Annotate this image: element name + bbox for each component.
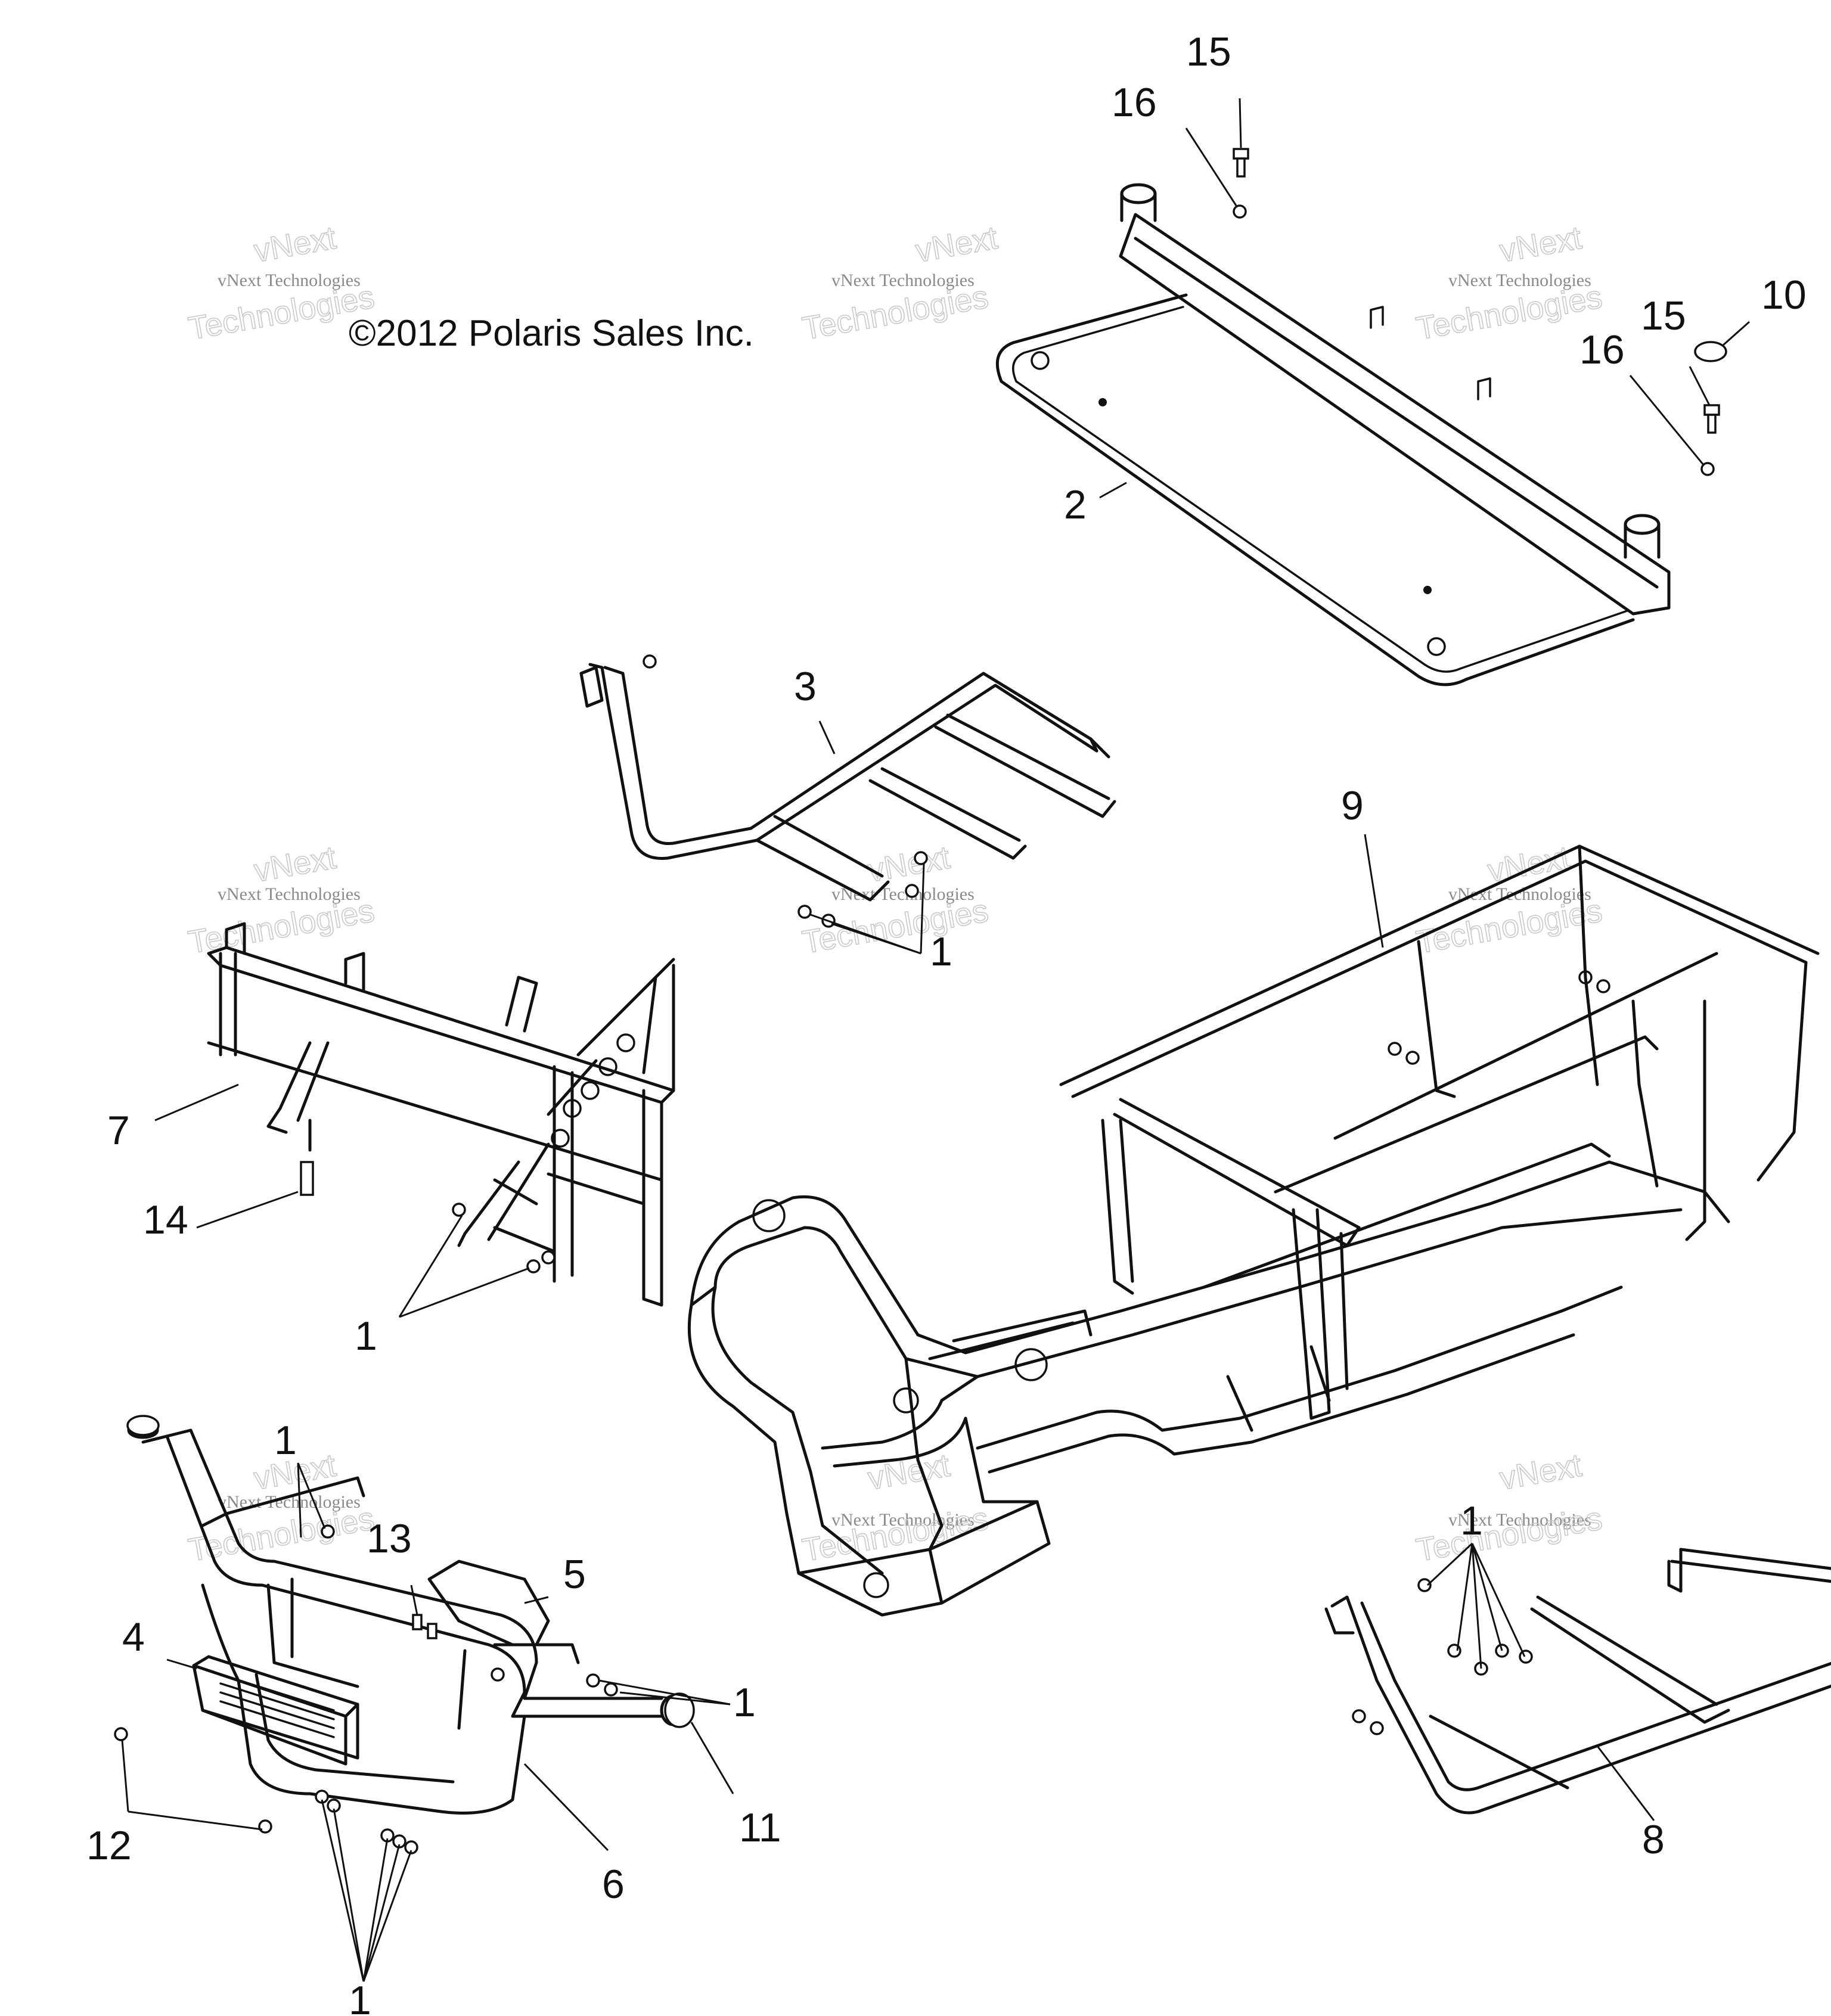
- callout-13: 13: [367, 1516, 412, 1561]
- callout-16: 16: [1112, 80, 1157, 125]
- callout-15: 15: [1641, 293, 1686, 338]
- callout-9: 9: [1341, 783, 1364, 828]
- nut-16b-icon: [1700, 462, 1715, 476]
- bolt-icon: [526, 1259, 541, 1273]
- callout-4: 4: [122, 1614, 145, 1660]
- svg-text:vNext: vNext: [252, 840, 339, 889]
- svg-text:vNext Technologies: vNext Technologies: [218, 271, 361, 290]
- part-9-main-frame: [687, 844, 1820, 1617]
- callout-1: 1: [1460, 1498, 1483, 1543]
- bolt-15a-icon: [1233, 148, 1249, 178]
- watermark-5: vNext vNext Technologies Technologies: [799, 839, 991, 961]
- svg-text:vNext: vNext: [865, 1447, 952, 1497]
- bolt-icon: [604, 1682, 618, 1697]
- svg-text:vNext Technologies: vNext Technologies: [1448, 271, 1591, 290]
- callout-1: 1: [355, 1313, 377, 1359]
- callout-2: 2: [1064, 482, 1087, 527]
- callout-1: 1: [733, 1680, 756, 1725]
- callout-14: 14: [143, 1197, 188, 1242]
- callout-15: 15: [1186, 29, 1231, 74]
- watermark-3: vNext vNext Technologies Technologies: [1413, 219, 1605, 347]
- part-4-grille: [192, 1655, 359, 1766]
- callout-12: 12: [86, 1823, 132, 1868]
- svg-text:vNext Technologies: vNext Technologies: [218, 884, 361, 904]
- cap-10-icon: [1694, 341, 1727, 362]
- cap-plug-icon: [126, 1415, 160, 1436]
- watermark-7: vNext vNext Technologies Technologies: [185, 1447, 377, 1569]
- callout-3: 3: [794, 664, 817, 709]
- bolt-icon: [914, 851, 928, 865]
- bolt-icon: [1370, 1721, 1384, 1735]
- part-8-rear-frame: [1324, 1548, 1831, 1815]
- cap-plug-icon: [664, 1692, 695, 1728]
- callout-6: 6: [602, 1862, 625, 1907]
- svg-text:vNext Technologies: vNext Technologies: [831, 271, 975, 290]
- bolt-icon: [541, 1250, 555, 1265]
- screw-12-icon: [258, 1819, 272, 1834]
- leader-lines: [121, 98, 1750, 1982]
- watermark-4: vNext vNext Technologies Technologies: [185, 839, 377, 961]
- screw-12-icon: [114, 1727, 128, 1741]
- part-7-front-frame: [207, 922, 675, 1307]
- copyright-text: ©2012 Polaris Sales Inc.: [349, 313, 754, 354]
- svg-text:vNext Technologies: vNext Technologies: [831, 1510, 975, 1530]
- callout-7: 7: [107, 1108, 130, 1153]
- part-3-frame: [579, 654, 1116, 902]
- bolt-icon: [1519, 1650, 1533, 1664]
- svg-text:vNext Technologies: vNext Technologies: [831, 884, 975, 904]
- watermark-2: vNext vNext Technologies Technologies: [799, 219, 1001, 347]
- callout-1: 1: [349, 1978, 371, 2016]
- bolt-icon: [491, 1667, 505, 1682]
- svg-text:vNext: vNext: [1497, 220, 1584, 269]
- watermark-9: vNext vNext Technologies Technologies: [1413, 1447, 1605, 1569]
- svg-text:vNext Technologies: vNext Technologies: [1448, 1510, 1591, 1530]
- watermark-6: vNext vNext Technologies Technologies: [1413, 839, 1605, 961]
- svg-text:vNext: vNext: [913, 220, 1000, 269]
- callout-16: 16: [1579, 327, 1625, 372]
- svg-text:vNext: vNext: [865, 840, 952, 889]
- part-5-skid-plate: [427, 1560, 550, 1647]
- bolt-15b-icon: [1703, 404, 1720, 434]
- part-6-front-bumper: [127, 1421, 687, 1815]
- bolt-icon: [905, 884, 919, 898]
- callout-11: 11: [739, 1805, 781, 1850]
- callout-1: 1: [274, 1418, 297, 1463]
- callout-10: 10: [1761, 272, 1807, 318]
- svg-text:vNext: vNext: [1485, 840, 1572, 889]
- callout-8: 8: [1642, 1817, 1665, 1862]
- bolt-icon: [1352, 1709, 1366, 1723]
- svg-text:vNext: vNext: [252, 220, 339, 269]
- bolt-icon: [404, 1840, 418, 1855]
- bolt-icon: [452, 1203, 466, 1217]
- svg-text:vNext: vNext: [1497, 1447, 1584, 1497]
- bolt-icon: [586, 1673, 600, 1688]
- nut-16a-icon: [1233, 204, 1247, 219]
- callout-5: 5: [563, 1552, 586, 1597]
- callout-1: 1: [930, 929, 952, 974]
- bolt-icon: [1417, 1578, 1432, 1592]
- watermark-8: vNext vNext Technologies Technologies: [799, 1447, 991, 1569]
- bolt-icon: [797, 905, 812, 919]
- decal-tag-icon: [300, 1161, 314, 1196]
- part-2-cargo-tray: [995, 183, 1671, 687]
